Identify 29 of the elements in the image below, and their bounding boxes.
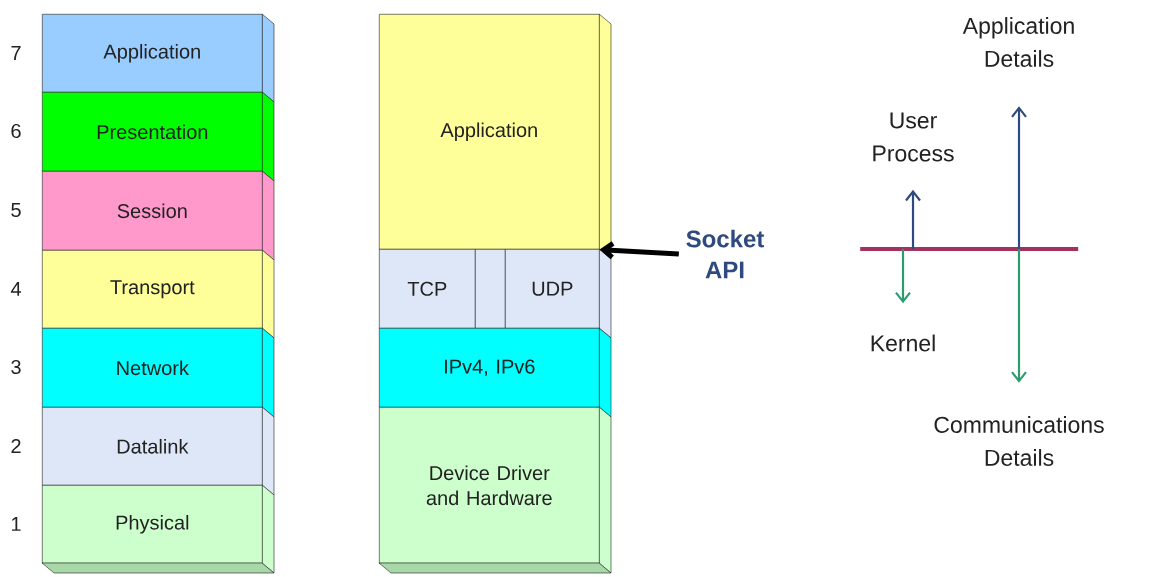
- layer-box: Application: [379, 13, 612, 260]
- layer-box: Device Driver and Hardware: [379, 406, 612, 574]
- layer-box: Physical: [42, 484, 275, 574]
- layer-number: 7: [11, 46, 21, 60]
- arrow: [1011, 249, 1027, 383]
- region-label: Application Details: [962, 17, 1074, 67]
- layer-number: 2: [11, 439, 21, 453]
- region-label: Communications Details: [934, 416, 1104, 466]
- layer-box: UDP: [505, 248, 612, 339]
- layer-box: Transport: [42, 249, 275, 339]
- layer-box: Session: [42, 170, 275, 261]
- layer-box: Application: [42, 13, 275, 103]
- socket-label: Socket API: [686, 229, 765, 279]
- layer-number: 1: [11, 517, 21, 531]
- arrow: [905, 189, 921, 249]
- region-label: User Process: [873, 112, 954, 162]
- arrow: [895, 249, 911, 304]
- region-label: Kernel: [871, 334, 935, 352]
- layer-number: 3: [11, 359, 21, 375]
- layer-box: Presentation: [42, 91, 275, 182]
- arrow: [599, 241, 679, 260]
- arrow: [1011, 106, 1027, 249]
- layer-number: 6: [11, 123, 21, 139]
- layer-box: Network: [42, 327, 275, 418]
- layer-box: IPv4, IPv6: [379, 327, 612, 418]
- empty-cell: [475, 249, 506, 329]
- layer-box: Datalink: [42, 406, 275, 496]
- layer-number: 4: [10, 282, 21, 296]
- layer-number: 5: [11, 203, 21, 217]
